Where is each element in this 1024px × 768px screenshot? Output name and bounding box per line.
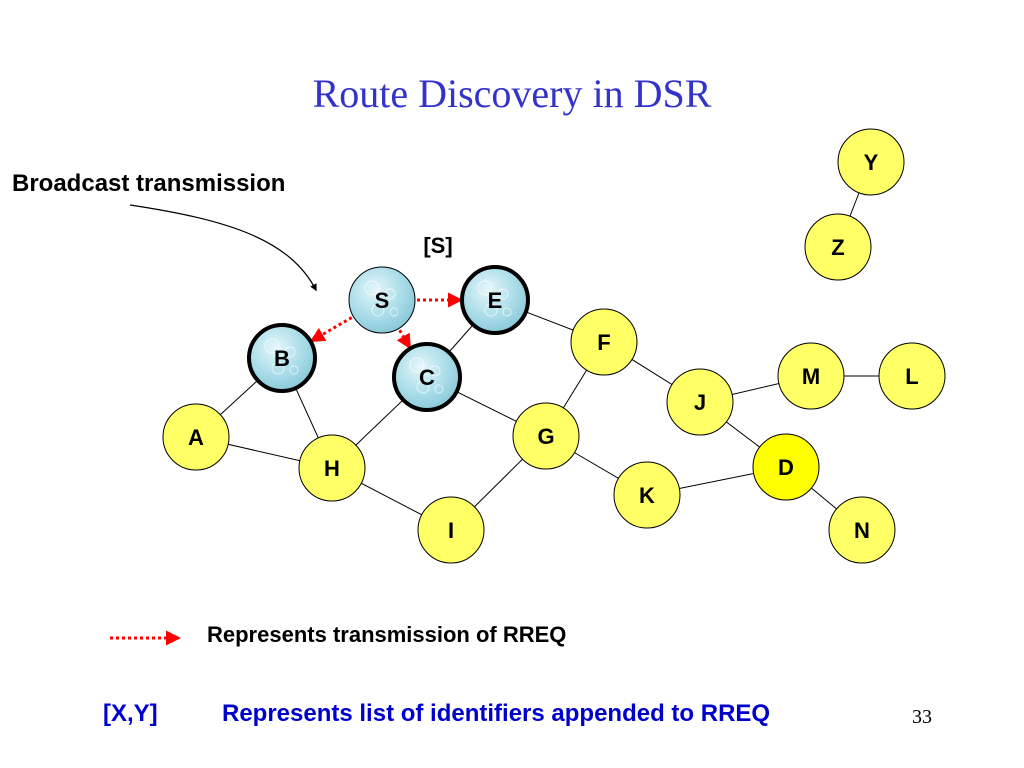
node-y-label: Y [864,150,879,175]
node-m: M [777,342,845,410]
node-s-label: S [375,288,390,313]
node-h: H [298,434,366,502]
node-h-circle [298,434,366,502]
node-j-label: J [694,390,706,415]
broadcast-callout-label: Broadcast transmission [12,170,286,197]
node-e-label: E [488,288,503,313]
rreq-arrow-s-c [396,329,411,350]
node-y-circle [837,128,905,196]
node-d-circle [752,433,820,501]
node-e: E [460,265,530,335]
bubble-texture [416,380,430,394]
node-k-circle [613,461,681,529]
bubble-texture [409,357,425,373]
bubble-texture [371,303,385,317]
node-m-label: M [802,364,820,389]
node-i: I [417,496,485,564]
bubble-texture [502,307,512,317]
broadcast-callout-arrow [129,204,317,292]
node-a: A [162,403,230,471]
node-a-circle [162,403,230,471]
node-z-circle [804,213,872,281]
node-c-label: C [419,365,435,390]
node-c-circle [392,342,462,412]
slide-title: Route Discovery in DSR [312,71,712,116]
node-n-circle [828,496,896,564]
node-h-label: H [324,456,340,481]
bubble-texture [429,365,441,377]
node-i-label: I [448,518,454,543]
legend-rreq-text: Represents transmission of RREQ [207,622,567,647]
node-k-label: K [639,483,655,508]
node-b: B [247,323,317,393]
node-j: J [666,368,734,436]
node-s-circle [348,266,416,334]
node-g-label: G [537,424,554,449]
node-n-label: N [854,518,870,543]
node-j-circle [666,368,734,436]
slide-number: 33 [912,706,932,728]
node-l-label: L [905,364,918,389]
node-b-circle [247,323,317,393]
node-z-label: Z [831,235,844,260]
bubble-texture [384,288,396,300]
node-l: L [878,342,946,410]
node-f-label: F [597,330,610,355]
node-d: D [752,433,820,501]
node-f-circle [570,308,638,376]
node-s: S [348,266,416,334]
node-i-circle [417,496,485,564]
bubble-texture [364,280,380,296]
bubble-texture [477,280,493,296]
node-k: K [613,461,681,529]
node-g: G [512,402,580,470]
rreq-arrow-s-b [309,316,353,342]
node-y: Y [837,128,905,196]
bubble-texture [284,346,296,358]
bubble-texture [289,365,299,375]
bubble-texture [389,307,399,317]
route-record-label: [S] [423,233,452,258]
bubble-texture [264,338,280,354]
bubble-texture [497,288,509,300]
node-f: F [570,308,638,376]
bubble-texture [271,361,285,375]
identifier-list-key: [X,Y] [103,700,158,727]
node-m-circle [777,342,845,410]
node-a-label: A [188,425,204,450]
node-l-circle [878,342,946,410]
node-c: C [392,342,462,412]
node-g-circle [512,402,580,470]
node-d-label: D [778,455,794,480]
identifier-list-description: Represents list of identifiers appended … [222,700,771,727]
node-e-circle [460,265,530,335]
bubble-texture [484,303,498,317]
node-b-label: B [274,346,290,371]
node-n: N [828,496,896,564]
node-z: Z [804,213,872,281]
bubble-texture [434,384,444,394]
